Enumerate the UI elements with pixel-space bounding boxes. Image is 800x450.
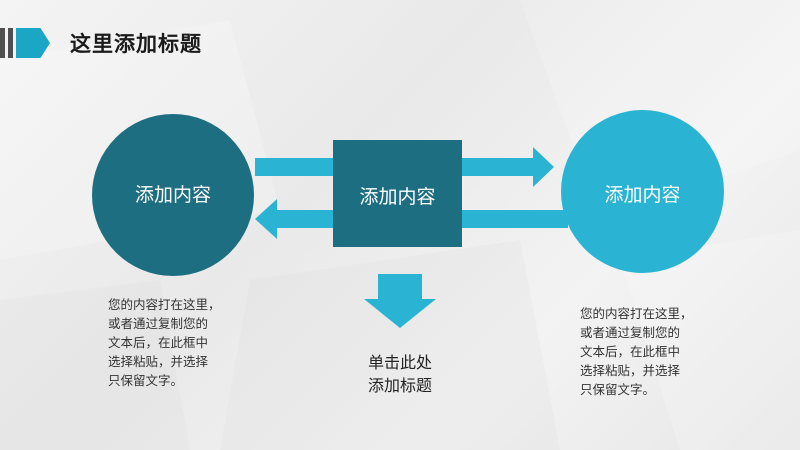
left-note-line-2: 或者通过复制您的: [108, 316, 209, 331]
left-note-line-4: 选择粘贴，并选择: [108, 354, 209, 369]
page-title[interactable]: 这里添加标题: [70, 32, 202, 56]
center-box-label: 添加内容: [359, 186, 436, 208]
left-note-line-3: 文本后，在此框中: [108, 335, 209, 350]
right-circle[interactable]: [561, 110, 724, 273]
left-circle[interactable]: [92, 114, 254, 276]
right-circle-label: 添加内容: [604, 184, 681, 206]
right-note-line-5: 只保留文字。: [580, 382, 656, 397]
down-arrow: [364, 274, 436, 328]
left-note[interactable]: 您的内容打在这里， 或者通过复制您的 文本后，在此框中 选择粘贴，并选择 只保留…: [108, 295, 221, 390]
arrow-left-to-center: [255, 158, 333, 176]
right-note-line-4: 选择粘贴，并选择: [580, 363, 681, 378]
title-bar: 这里添加标题: [0, 28, 202, 58]
title-stripe-1: [0, 28, 5, 58]
arrow-right-to-center: [462, 210, 568, 228]
left-circle-label: 添加内容: [134, 184, 211, 206]
bottom-title-line-2: 添加标题: [367, 376, 432, 395]
title-stripe-2: [8, 28, 13, 58]
arrow-center-to-left: [255, 199, 333, 239]
left-note-line-5: 只保留文字。: [108, 373, 184, 388]
right-note-line-3: 文本后，在此框中: [580, 344, 681, 359]
bottom-title-line-1: 单击此处: [367, 353, 432, 372]
center-box[interactable]: [333, 140, 462, 247]
right-note-line-1: 您的内容打在这里，: [580, 306, 693, 321]
bottom-title-placeholder[interactable]: 单击此处 添加标题: [360, 351, 440, 397]
right-note[interactable]: 您的内容打在这里， 或者通过复制您的 文本后，在此框中 选择粘贴，并选择 只保留…: [580, 304, 693, 399]
right-note-line-2: 或者通过复制您的: [580, 325, 681, 340]
arrow-center-to-right: [462, 147, 554, 187]
left-note-line-1: 您的内容打在这里，: [108, 297, 221, 312]
